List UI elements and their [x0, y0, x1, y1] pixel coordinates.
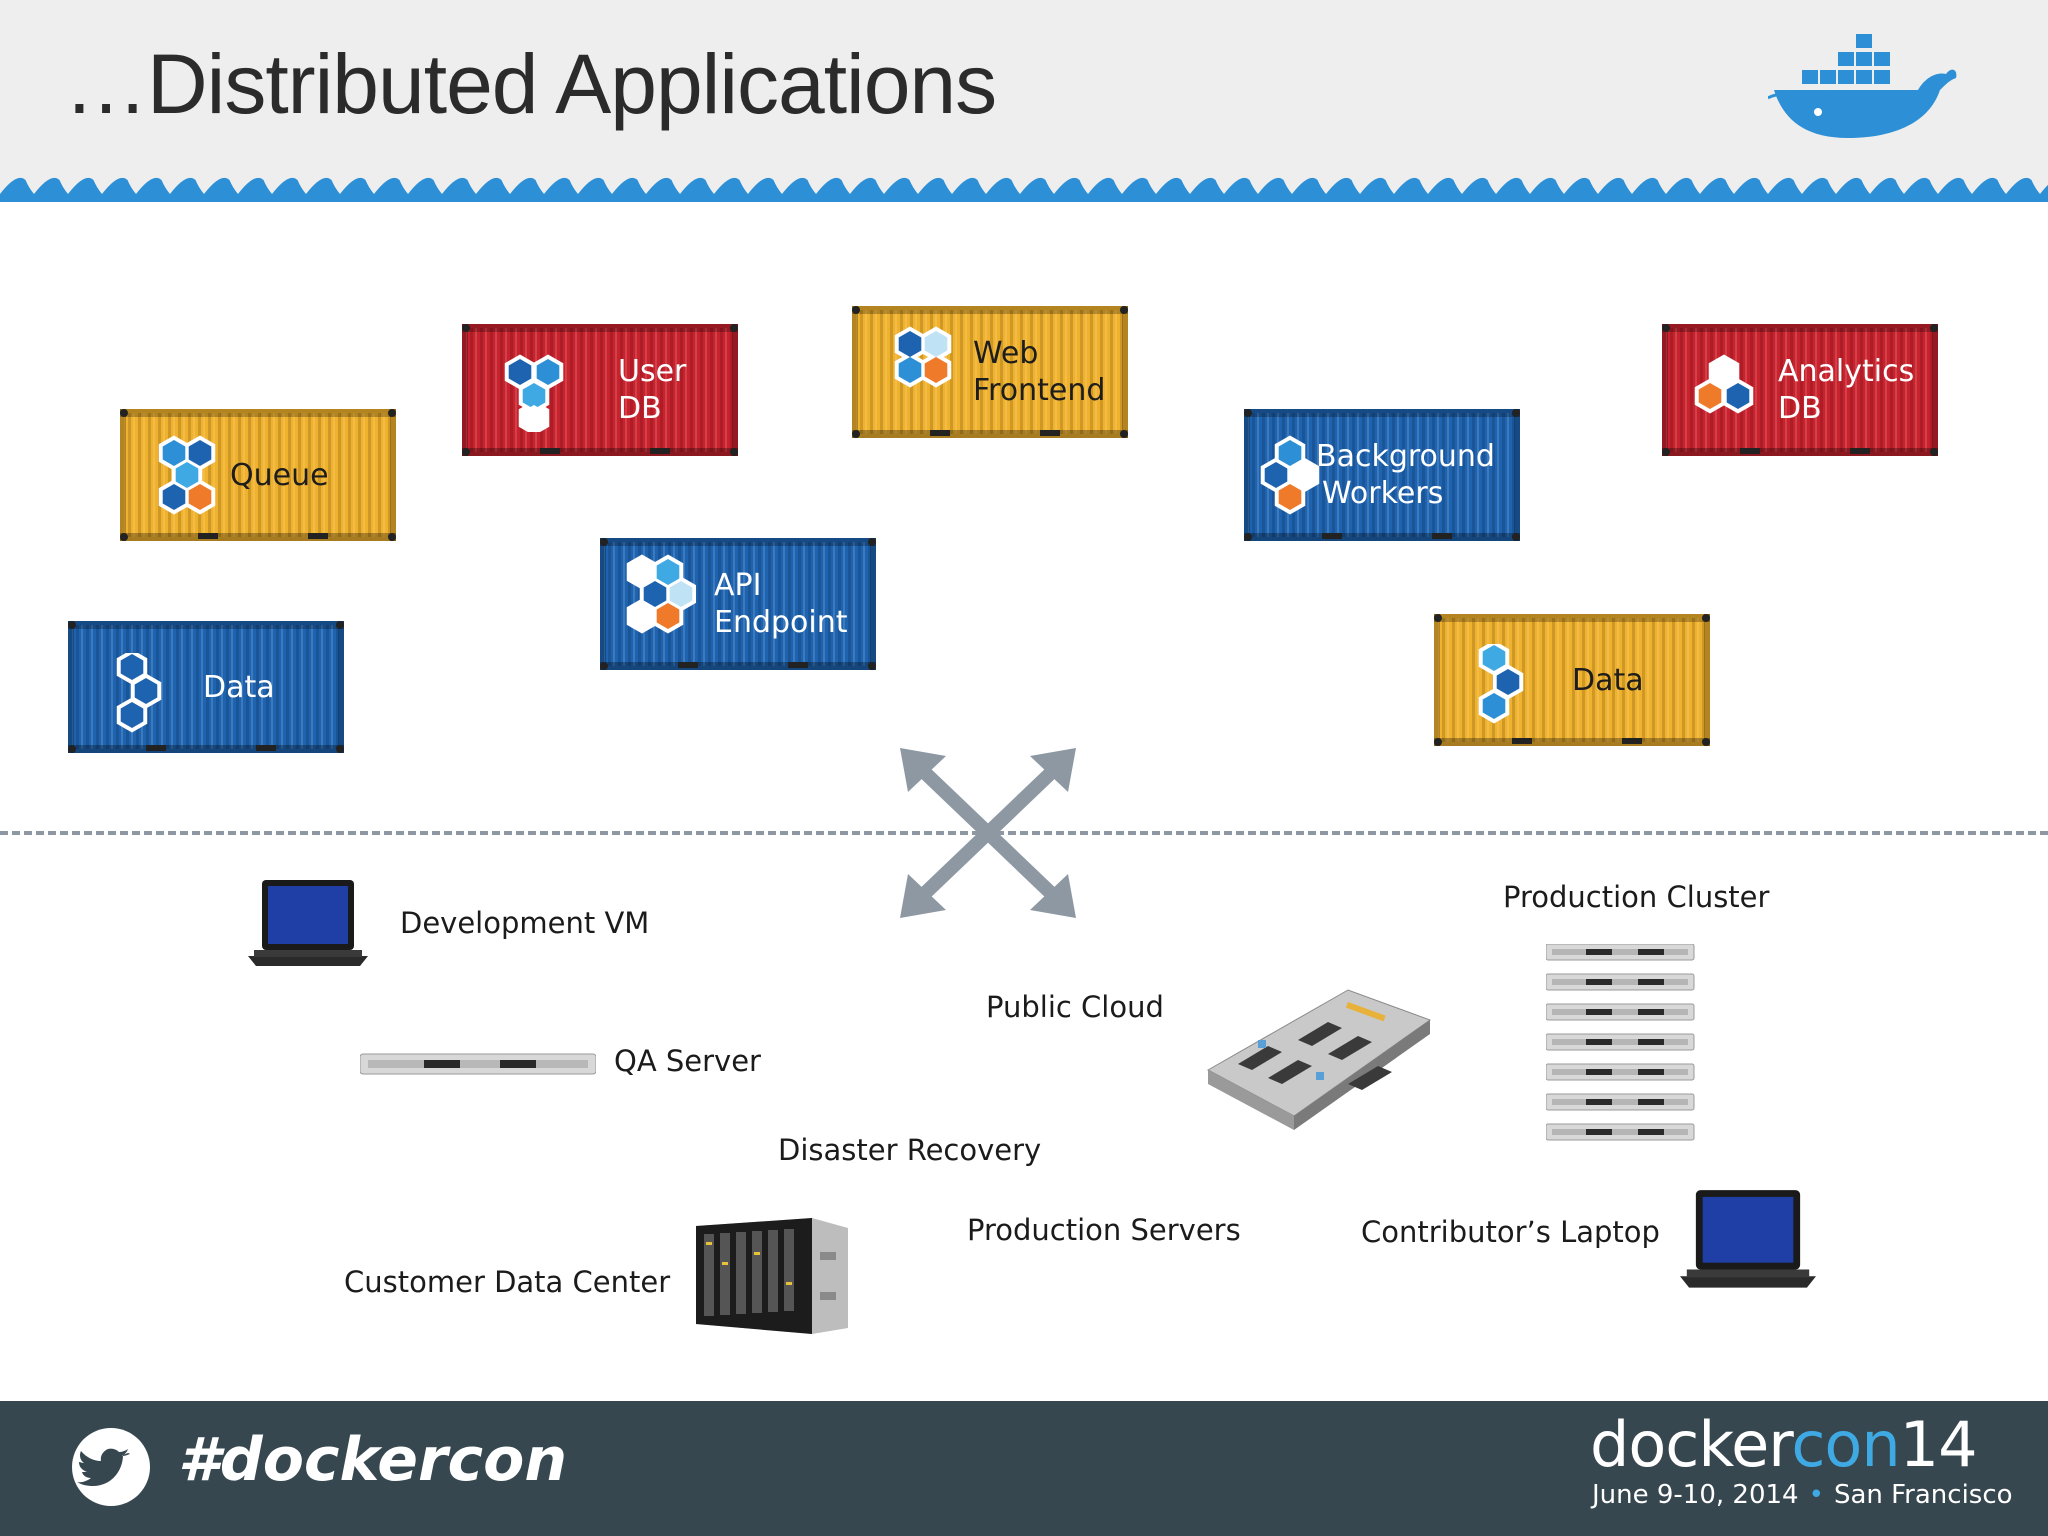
container-label-line1: Web: [973, 336, 1039, 371]
container-label-line1: User: [618, 354, 687, 389]
container-label-line2: DB: [1778, 391, 1822, 426]
hexagon-cluster-icon: [154, 435, 224, 517]
laptop-icon: [1680, 1190, 1816, 1288]
container-api-endpoint: API Endpoint: [598, 534, 878, 674]
bidirectional-arrows-icon: [900, 748, 1076, 918]
twitter-icon: [72, 1428, 150, 1506]
container-label-line2: Frontend: [973, 373, 1106, 408]
brand-docker: docker: [1590, 1408, 1792, 1481]
container-label-line1: Data: [203, 669, 275, 705]
dockercon-logo: dockercon14: [1590, 1408, 1978, 1481]
brand-con: con: [1791, 1408, 1900, 1481]
container-background-workers: Background Workers: [1242, 405, 1522, 545]
container-user-db: User DB: [460, 320, 740, 460]
header-waves: [0, 177, 2048, 202]
container-label-line2: Workers: [1322, 476, 1444, 511]
separator-dot: •: [1808, 1480, 1824, 1510]
label-disaster-recovery: Disaster Recovery: [778, 1133, 1042, 1167]
container-data-yellow: Data: [1432, 610, 1712, 750]
label-customer-data-center: Customer Data Center: [344, 1265, 671, 1299]
hashtag-text: #dockercon: [178, 1425, 568, 1495]
slide-title: …Distributed Applications: [64, 37, 997, 131]
label-production-cluster: Production Cluster: [1503, 880, 1770, 914]
container-data-blue: Data: [66, 617, 346, 757]
container-label: Data: [203, 617, 275, 757]
hexagon-cluster-icon: [890, 320, 960, 402]
hexagon-cluster-icon: [106, 653, 176, 735]
container-label-line2: DB: [618, 391, 662, 426]
server-motherboard-icon: [1206, 989, 1432, 1130]
container-label-line1: API: [714, 568, 762, 603]
container-web-frontend: Web Frontend: [850, 302, 1130, 442]
server-cluster-icon: [1546, 944, 1695, 1141]
hexagon-cluster-icon: [500, 350, 570, 432]
docker-whale-logo: [1768, 34, 1957, 138]
hexagon-cluster-icon: [1468, 644, 1538, 726]
container-label: Data: [1572, 610, 1644, 750]
slide-header: …Distributed Applications: [0, 0, 2048, 202]
container-label: Background Workers: [1316, 405, 1495, 545]
container-label: API Endpoint: [714, 534, 848, 674]
container-label-line1: Queue: [230, 457, 329, 493]
laptop-icon: [248, 880, 368, 966]
container-label-line1: Background: [1316, 439, 1495, 474]
label-production-servers: Production Servers: [967, 1213, 1241, 1247]
container-label: Analytics DB: [1778, 320, 1914, 460]
event-location: San Francisco: [1833, 1480, 2013, 1510]
hexagon-cluster-icon: [626, 554, 696, 636]
container-label: Queue: [230, 405, 329, 545]
event-info: June 9-10, 2014 • San Francisco: [1592, 1480, 2013, 1510]
brand-year: 14: [1899, 1408, 1978, 1481]
event-dates: June 9-10, 2014: [1592, 1480, 1799, 1510]
container-label-line2: Endpoint: [714, 605, 848, 640]
container-queue: Queue: [118, 405, 398, 545]
container-label: User DB: [618, 320, 686, 460]
rack-server-icon: [360, 1053, 596, 1075]
container-label-line1: Analytics: [1778, 354, 1915, 389]
blade-server-icon: [696, 1218, 848, 1334]
hexagon-cluster-icon: [1690, 350, 1760, 432]
label-qa-server: QA Server: [614, 1044, 761, 1078]
container-analytics-db: Analytics DB: [1660, 320, 1940, 460]
label-contributors-laptop: Contributor’s Laptop: [1361, 1215, 1660, 1249]
container-label: Web Frontend: [973, 302, 1105, 442]
layer-divider-line: [0, 831, 2048, 835]
container-label-line1: Data: [1572, 662, 1644, 698]
label-public-cloud: Public Cloud: [986, 990, 1164, 1024]
label-development-vm: Development VM: [400, 906, 650, 940]
twitter-bird-icon: [77, 1448, 130, 1486]
slide-footer: [0, 1401, 2048, 1536]
